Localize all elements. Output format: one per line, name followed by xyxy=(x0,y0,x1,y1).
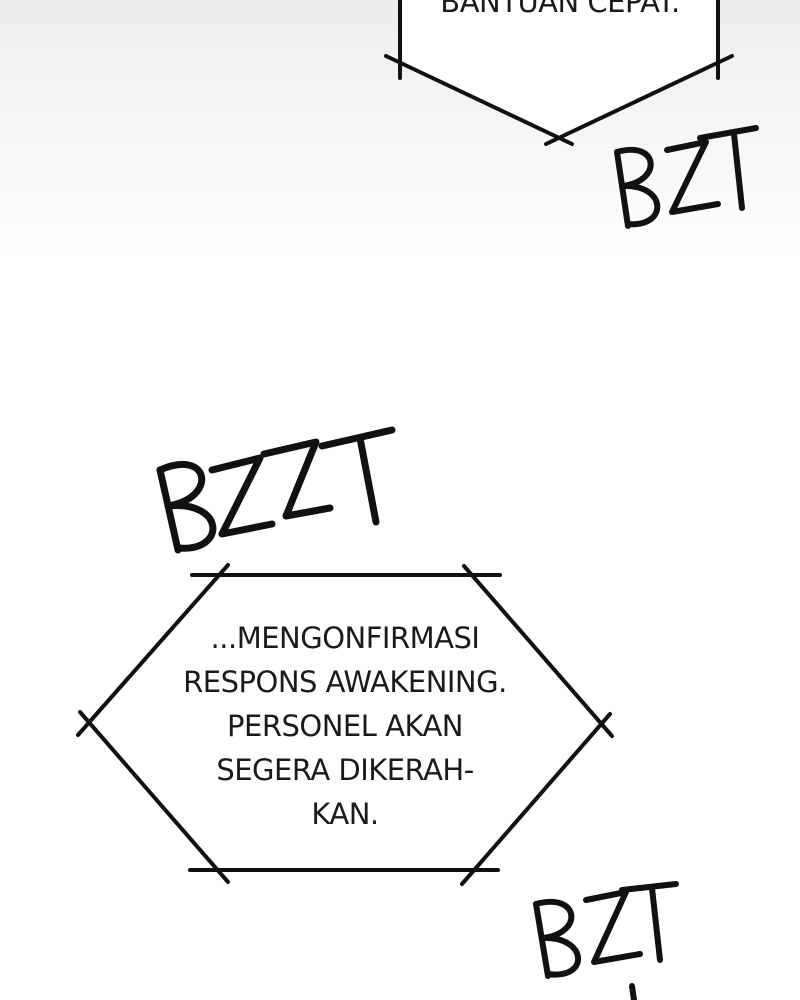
main-bubble-line-3: PERSONEL AKAN xyxy=(227,709,463,743)
main-bubble-line-5: KAN. xyxy=(311,797,379,831)
top-bubble-line: BANTUAN CEPAT. xyxy=(440,0,680,19)
main-speech-bubble-text: ...MENGONFIRMASI RESPONS AWAKENING. PERS… xyxy=(130,616,560,836)
sfx-bzt-lower xyxy=(533,881,679,1000)
main-bubble-line-1: ...MENGONFIRMASI xyxy=(210,621,480,655)
top-speech-bubble-frame xyxy=(384,0,734,146)
main-bubble-line-2: RESPONS AWAKENING. xyxy=(183,665,507,699)
main-speech-bubble-frame xyxy=(76,563,614,886)
sfx-bzzt-middle xyxy=(156,426,396,554)
sfx-bzt-upper xyxy=(614,125,759,229)
main-bubble-line-4: SEGERA DIKERAH- xyxy=(216,753,474,787)
top-speech-bubble-text: BANTUAN CEPAT. xyxy=(400,0,720,24)
